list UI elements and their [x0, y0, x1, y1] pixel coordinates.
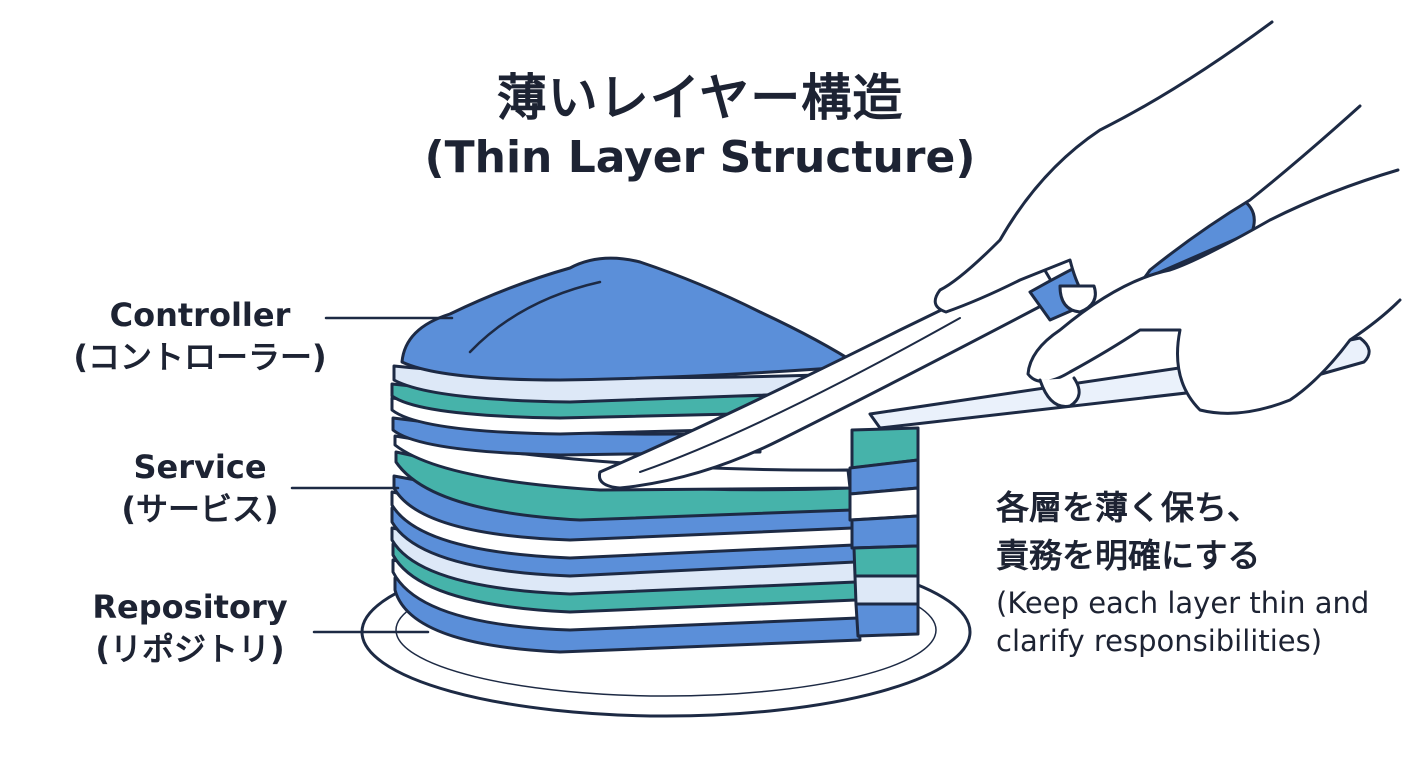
knife-blade — [597, 260, 1062, 490]
label-service-name: Service — [133, 448, 267, 486]
note-en-line1: (Keep each layer thin and — [996, 586, 1370, 620]
label-service-sub: (サービス) — [121, 490, 279, 528]
label-controller: Controller (コントローラー) — [50, 294, 350, 378]
hands — [933, 20, 1402, 415]
crepe-layers — [390, 364, 862, 654]
label-repository: Repository (リポジトリ) — [40, 586, 340, 670]
label-repository-sub: (リポジトリ) — [95, 630, 285, 668]
note-ja-line2: 責務を明確にする — [996, 536, 1261, 575]
top-layer — [400, 256, 862, 382]
title-english: (Thin Layer Structure) — [424, 132, 976, 183]
explanation-note: 各層を薄く保ち、 責務を明確にする (Keep each layer thin … — [996, 484, 1406, 660]
label-controller-sub: (コントローラー) — [73, 338, 327, 376]
label-controller-name: Controller — [109, 296, 291, 334]
lower-hand — [1026, 168, 1402, 415]
upper-hand — [933, 20, 1362, 314]
label-service: Service (サービス) — [50, 446, 350, 530]
note-en-line2: clarify responsibilities) — [996, 624, 1323, 658]
note-ja-line1: 各層を薄く保ち、 — [996, 488, 1260, 527]
label-repository-name: Repository — [92, 588, 288, 626]
cut-face — [848, 426, 920, 638]
title-japanese: 薄いレイヤー構造 — [496, 69, 904, 127]
